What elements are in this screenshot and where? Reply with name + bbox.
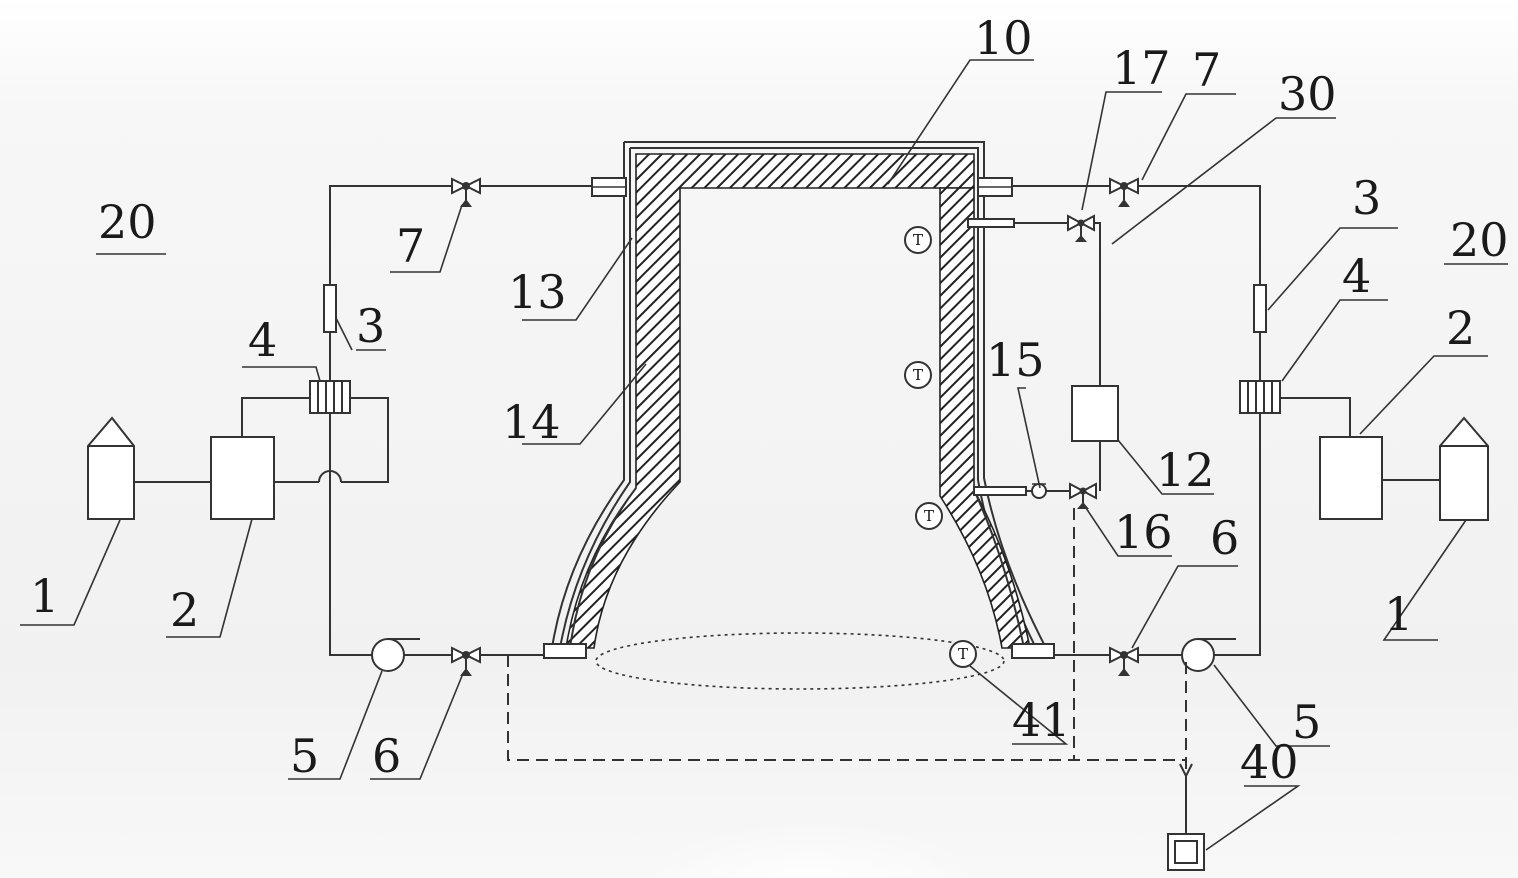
label-valve-6-right: 6 xyxy=(1210,511,1239,565)
tank-12 xyxy=(1071,385,1119,442)
flowmeter-left xyxy=(323,284,337,333)
mixer-right xyxy=(1239,380,1281,414)
label-flowmeter-right: 3 xyxy=(1352,171,1381,225)
label-flowmeter-left: 3 xyxy=(356,299,385,353)
label-valve-17: 17 xyxy=(1112,41,1171,95)
label-air-source-left: 1 xyxy=(30,569,59,623)
label-return-unit: 30 xyxy=(1278,67,1337,121)
valve-7-left xyxy=(451,177,481,207)
pump-right xyxy=(1181,638,1236,672)
temperature-sensor-1: T xyxy=(904,226,932,254)
label-pump-right: 5 xyxy=(1292,695,1321,749)
label-supply-unit-left: 20 xyxy=(98,195,157,249)
pump-left xyxy=(371,638,420,672)
label-supply-unit-right: 20 xyxy=(1450,213,1509,267)
mixer-left xyxy=(309,380,351,414)
valve-6-left xyxy=(451,646,481,676)
svg-text:T: T xyxy=(913,231,923,249)
flowmeter-right xyxy=(1253,284,1267,333)
svg-text:T: T xyxy=(958,645,968,663)
temperature-sensor-41: T xyxy=(949,640,977,668)
label-controller: 40 xyxy=(1240,735,1299,789)
label-pump-left: 5 xyxy=(290,729,319,783)
bottom-flange-right xyxy=(1011,643,1055,659)
label-compressor-left: 2 xyxy=(170,583,199,637)
label-mixer-left: 4 xyxy=(248,313,277,367)
valve-16 xyxy=(1069,482,1097,509)
leader-lines xyxy=(20,59,1508,851)
lower-side-port xyxy=(973,486,1027,496)
label-valve-7-right: 7 xyxy=(1192,43,1221,97)
label-tank: 12 xyxy=(1156,443,1215,497)
reactor-vessel xyxy=(543,141,1055,690)
valve-6-right xyxy=(1109,646,1139,676)
label-check-valve: 15 xyxy=(986,333,1045,387)
label-mixer-right: 4 xyxy=(1342,249,1371,303)
compressor-left xyxy=(210,436,275,520)
air-source-left xyxy=(87,416,135,520)
label-valve-7-left: 7 xyxy=(396,219,425,273)
valve-7-right xyxy=(1109,177,1139,207)
temperature-sensor-2: T xyxy=(904,361,932,389)
svg-text:T: T xyxy=(913,366,923,384)
bottom-melt-zone xyxy=(595,632,1005,690)
control-signal-lines xyxy=(507,508,1193,834)
controller-40 xyxy=(1167,833,1205,871)
upper-side-port xyxy=(967,218,1015,228)
air-source-right xyxy=(1439,416,1489,521)
svg-text:T: T xyxy=(924,507,934,525)
label-compressor-right: 2 xyxy=(1446,301,1475,355)
label-outer-wall: 13 xyxy=(508,265,567,319)
label-inner-wall: 14 xyxy=(502,395,561,449)
label-valve-6-left: 6 xyxy=(372,729,401,783)
bottom-flange-left xyxy=(543,643,587,659)
label-bottom-sensor: 41 xyxy=(1012,693,1071,747)
label-reactor: 10 xyxy=(974,11,1033,65)
label-air-source-right: 1 xyxy=(1384,587,1413,641)
compressor-right xyxy=(1319,436,1383,520)
return-loop xyxy=(1014,222,1101,492)
inner-lining-left xyxy=(565,153,975,649)
temperature-sensor-3: T xyxy=(915,502,943,530)
valve-17 xyxy=(1067,214,1095,242)
label-valve-16: 16 xyxy=(1114,505,1173,559)
